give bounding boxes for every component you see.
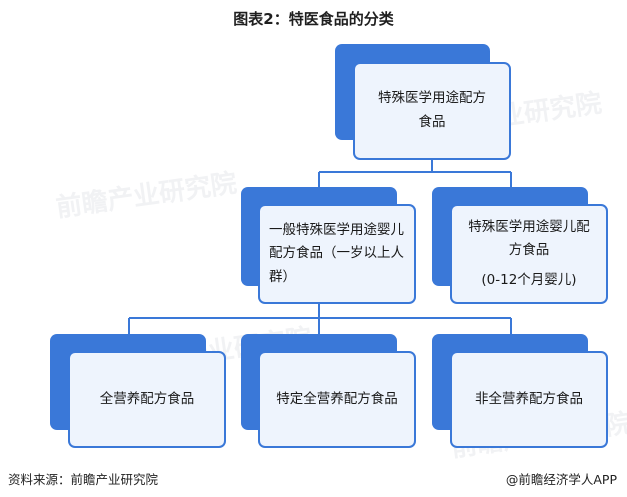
- node-full-label: 全营养配方食品: [99, 390, 195, 407]
- node-specific-label: 特定全营养配方食品: [276, 390, 398, 407]
- node-infant-age: (0-12个月婴儿): [481, 271, 577, 288]
- node-root-label: 特殊医学用途配方食品: [378, 90, 486, 130]
- brand-credit: @前瞻经济学人APP: [506, 469, 617, 488]
- brand-credit-text: @前瞻经济学人APP: [505, 472, 617, 487]
- diagram-title: 图表2：特医食品的分类: [233, 10, 394, 28]
- node-general-label: 一般特殊医学用途婴儿配方食品（一岁以上人群）: [269, 221, 404, 285]
- node-nonfull-label: 非全营养配方食品: [475, 390, 583, 407]
- source-note: 资料来源：前瞻产业研究院: [8, 472, 159, 487]
- node-infant-label: 特殊医学用途婴儿配方食品: [468, 218, 590, 259]
